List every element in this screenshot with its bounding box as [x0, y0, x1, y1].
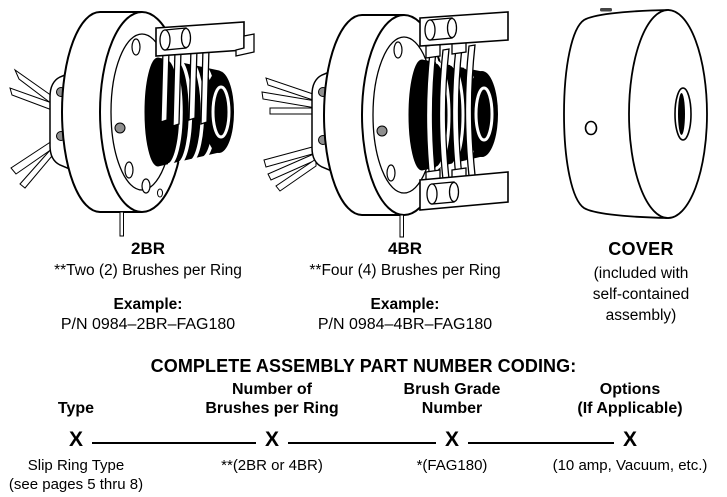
caption-2br: 2BR **Two (2) Brushes per Ring Example: …	[18, 239, 278, 335]
product-name-4br: 4BR	[387, 239, 422, 258]
connector-line-1	[92, 442, 256, 444]
slip-ring-4br-illustration	[261, 11, 509, 238]
product-desc-4br: **Four (4) Brushes per Ring	[309, 261, 501, 279]
example-part-number-2br: P/N 0984–2BR–FAG180	[60, 316, 236, 334]
product-name-cover: COVER	[608, 239, 674, 259]
column-header-brushes: Number of Brushes per Ring	[205, 381, 339, 417]
cover-illustration	[563, 8, 708, 219]
cover-end-face	[628, 9, 708, 219]
slip-ring-2br-illustration	[9, 11, 255, 237]
column-header-brush-grade: Brush Grade Number	[403, 381, 501, 417]
caption-4br: 4BR **Four (4) Brushes per Ring Example:…	[275, 239, 535, 335]
column-header-type: Type	[57, 400, 95, 417]
example-label-4br: Example:	[370, 296, 440, 314]
cover-desc-line-2: self-contained	[592, 285, 690, 303]
product-name-2br: 2BR	[130, 239, 165, 258]
note-brush-grade: *(FAG180)	[416, 457, 488, 474]
product-desc-2br: **Two (2) Brushes per Ring	[54, 261, 242, 279]
note-brushes: **(2BR or 4BR)	[221, 457, 323, 474]
top-bracket	[419, 11, 509, 47]
side-hole	[584, 120, 598, 136]
bottom-bracket	[419, 171, 509, 211]
note-options: (10 amp, Vacuum, etc.)	[552, 457, 708, 474]
example-part-number-4br: P/N 0984–4BR–FAG180	[317, 316, 493, 334]
cover-desc-line-1: (included with	[593, 264, 689, 282]
cover-desc-line-3: assembly)	[605, 306, 677, 324]
caption-cover: COVER (included with self-contained asse…	[556, 239, 726, 326]
brush-holder-bracket	[155, 21, 255, 57]
column-header-options: Options (If Applicable)	[577, 381, 683, 417]
x-placeholder-brushes: X	[264, 428, 279, 451]
mounting-pin	[119, 211, 124, 237]
mounting-pin	[399, 214, 404, 238]
note-type: Slip Ring Type (see pages 5 thru 8)	[8, 457, 144, 493]
connector-line-2	[288, 442, 436, 444]
x-placeholder-brush-grade: X	[444, 428, 459, 451]
x-placeholder-type: X	[68, 428, 83, 451]
coding-section-title: COMPLETE ASSEMBLY PART NUMBER CODING:	[150, 356, 577, 376]
example-label-2br: Example:	[113, 296, 183, 314]
x-placeholder-options: X	[622, 428, 637, 451]
connector-line-3	[468, 442, 614, 444]
